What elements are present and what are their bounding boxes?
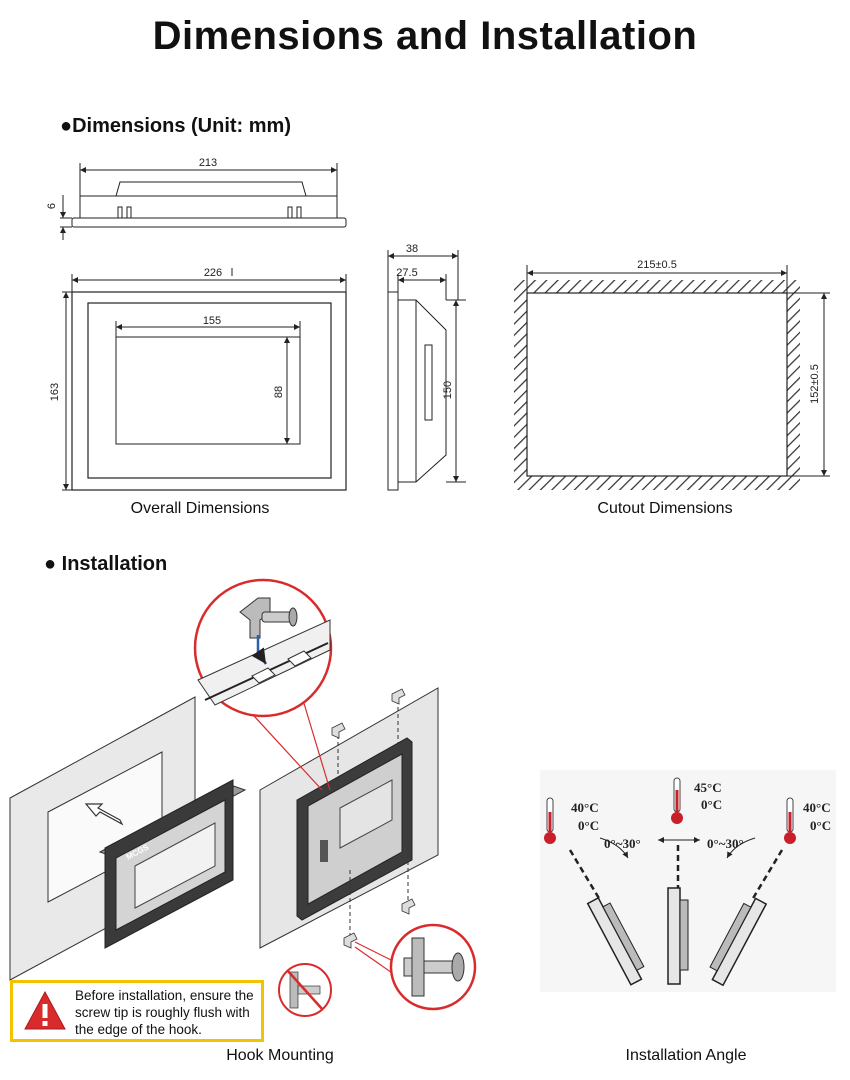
- bullet-icon: ●: [60, 115, 73, 137]
- caption-hook-mounting: Hook Mounting: [226, 1047, 334, 1064]
- page-title: Dimensions and Installation: [152, 14, 698, 58]
- left-angle-range: 0°~30°: [604, 836, 641, 851]
- side-view: [387, 250, 466, 491]
- thermometer-icon: [671, 777, 683, 824]
- left-temp-low: 0°C: [578, 818, 599, 833]
- top-view: [60, 163, 347, 240]
- cutout-view: [514, 265, 830, 490]
- device-vertical: [667, 887, 689, 985]
- installation-angle-illustration: [540, 770, 836, 992]
- dim-screen-width: 155: [203, 315, 221, 327]
- caption-cutout-dimensions: Cutout Dimensions: [597, 500, 733, 517]
- dimensions-heading-text: Dimensions (Unit: mm): [72, 115, 291, 137]
- warning-text: Before installation, ensure the screw ti…: [75, 988, 254, 1037]
- dim-top-depth: 6: [46, 203, 58, 209]
- front-view: [62, 268, 347, 491]
- dim-side-height: 150: [442, 381, 454, 399]
- caption-installation-angle: Installation Angle: [625, 1047, 747, 1064]
- dim-side-depth-total: 38: [406, 243, 418, 255]
- dim-top-width: 213: [199, 157, 217, 169]
- prohibited-icon: [278, 963, 332, 1017]
- dim-overall-height: 163: [49, 383, 61, 401]
- center-temp-high: 45°C: [694, 780, 722, 795]
- left-temp-high: 40°C: [571, 800, 599, 815]
- center-temp-low: 0°C: [701, 797, 722, 812]
- hook-detail-zoom: [197, 597, 331, 706]
- right-angle-range: 0°~30°: [707, 836, 744, 851]
- caption-overall-dimensions: Overall Dimensions: [130, 500, 270, 517]
- device-tilted-right: [709, 897, 768, 987]
- insert-arrow-icon: [84, 803, 124, 826]
- dim-cutout-height: 152±0.5: [809, 364, 821, 404]
- thermometer-icon: [544, 797, 556, 844]
- installation-heading-text: Installation: [61, 553, 168, 575]
- installation-heading: ● Installation: [44, 553, 167, 576]
- right-temp-low: 0°C: [810, 818, 831, 833]
- warning-icon: [24, 990, 66, 1030]
- screw-detail-zoom: [403, 937, 465, 997]
- dim-overall-width: 226: [204, 267, 222, 279]
- warning-box: Before installation, ensure the screw ti…: [10, 980, 264, 1042]
- device-tilted-left: [586, 896, 645, 986]
- bullet-icon: ●: [44, 553, 57, 575]
- dim-screen-height: 88: [273, 386, 285, 398]
- right-temp-high: 40°C: [803, 800, 831, 815]
- dim-cutout-width: 215±0.5: [637, 259, 677, 271]
- hook-mounting-illustration: MCGS: [9, 578, 477, 1017]
- dim-side-depth-body: 27.5: [396, 267, 417, 279]
- thermometer-icon: [784, 797, 796, 844]
- dimensions-heading: ●Dimensions (Unit: mm): [60, 115, 291, 138]
